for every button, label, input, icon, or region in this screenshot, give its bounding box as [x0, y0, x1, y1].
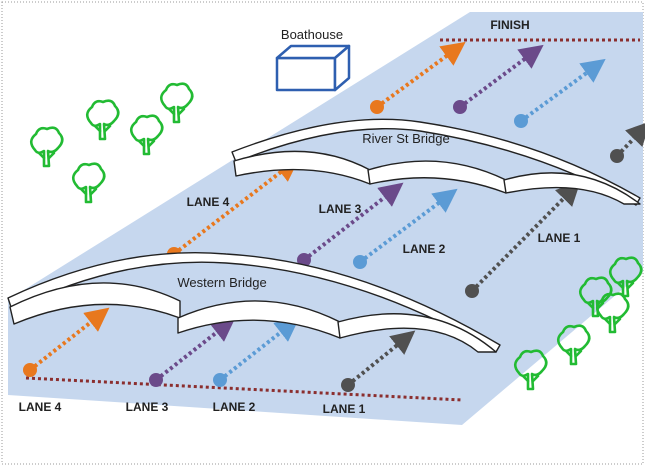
tree-icon — [578, 276, 613, 318]
river-st-bridge-label: River St Bridge — [362, 131, 449, 146]
western-bridge — [7, 252, 501, 353]
trees-left — [29, 82, 194, 204]
lane1-finish-dot — [610, 149, 624, 163]
start-lane3-label: LANE 3 — [126, 400, 169, 414]
start-lane4-label: LANE 4 — [19, 400, 62, 414]
lane-arrows-middle — [172, 157, 581, 293]
lane4-finish-dot — [370, 100, 384, 114]
lane4-arrow — [375, 41, 466, 109]
western-bridge-label: Western Bridge — [177, 275, 266, 290]
start-lane1-label: LANE 1 — [323, 402, 366, 416]
lane-arrows-start — [28, 307, 416, 387]
bridge-deck — [7, 252, 501, 353]
mid-lane4-label: LANE 4 — [187, 195, 230, 209]
lane1-arrow — [346, 330, 416, 387]
lane2-arrow — [358, 188, 458, 264]
bridge-arch — [503, 172, 641, 205]
tree-icon — [129, 114, 164, 156]
tree-icon — [595, 292, 630, 334]
lane2-start-dot — [213, 373, 227, 387]
lane4-arrow — [172, 157, 300, 256]
lane3-start-dot — [149, 373, 163, 387]
tree-icon — [513, 349, 548, 391]
lane4-arrow — [28, 307, 110, 372]
lane4-start-dot — [23, 363, 37, 377]
mid-lane2-label: LANE 2 — [403, 242, 446, 256]
start-line — [25, 376, 463, 402]
finish-label: FINISH — [490, 18, 529, 32]
trees-right — [513, 256, 643, 391]
boathouse-icon — [275, 44, 351, 92]
boathouse-label: Boathouse — [281, 27, 343, 42]
bridge-deck — [231, 118, 641, 206]
lane-dots-finish — [370, 100, 624, 163]
tree-icon — [71, 162, 106, 204]
tree-icon — [85, 99, 120, 141]
river-st-bridge — [231, 118, 641, 206]
lane1-start-dot — [341, 378, 355, 392]
lane3-arrow — [154, 317, 236, 382]
river — [8, 12, 643, 425]
tree-icon — [608, 256, 643, 298]
lane2-arrow — [218, 317, 300, 382]
lane-dots-start — [23, 363, 355, 392]
mid-lane1-label: LANE 1 — [538, 231, 581, 245]
tree-icon — [29, 126, 64, 168]
bridge-arch — [337, 313, 497, 353]
lane3-arrow — [302, 182, 404, 262]
lane1-mid-dot — [465, 284, 479, 298]
tree-icon — [159, 82, 194, 124]
mid-lane3-label: LANE 3 — [319, 202, 362, 216]
start-lane2-label: LANE 2 — [213, 400, 256, 414]
lane2-mid-dot — [353, 255, 367, 269]
lane3-finish-dot — [453, 100, 467, 114]
lane2-finish-dot — [514, 114, 528, 128]
tree-icon — [556, 324, 591, 366]
